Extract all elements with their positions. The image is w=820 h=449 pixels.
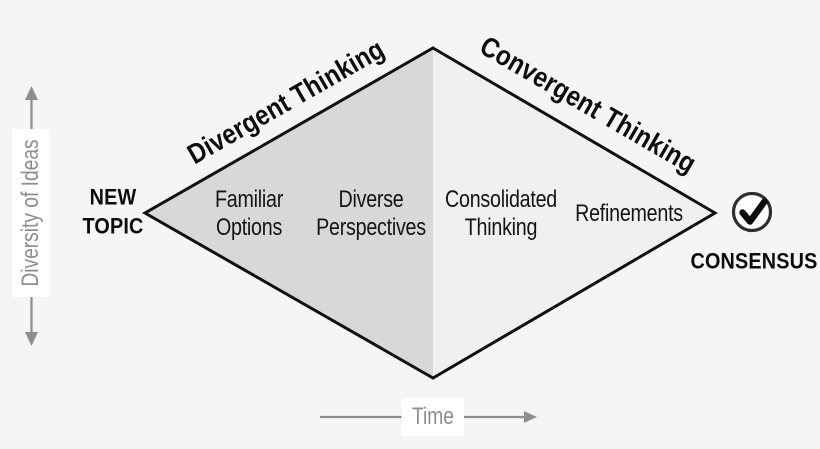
arrowhead-right-icon: [524, 411, 537, 423]
new-topic-label: NEW TOPIC: [82, 184, 144, 238]
arrowhead-down-icon: [25, 332, 38, 346]
checkmark-icon: [739, 198, 768, 225]
checkmark-circle-icon: [731, 191, 773, 233]
region-familiar-options: Familiar Options: [214, 186, 284, 241]
diamond-right-half: [433, 48, 715, 378]
consensus-label: CONSENSUS: [690, 248, 818, 274]
region-diverse-perspectives: Diverse Perspectives: [316, 186, 426, 241]
diamond-left-half: [145, 48, 433, 378]
time-axis-label: Time: [401, 398, 465, 436]
diamond-outline: [141, 46, 718, 380]
diversity-of-ideas-axis-label: Diversity of Ideas: [12, 128, 50, 298]
region-consolidated-thinking: Consolidated Thinking: [445, 186, 557, 241]
region-refinements: Refinements: [575, 200, 683, 228]
arrowhead-up-icon: [25, 86, 38, 100]
